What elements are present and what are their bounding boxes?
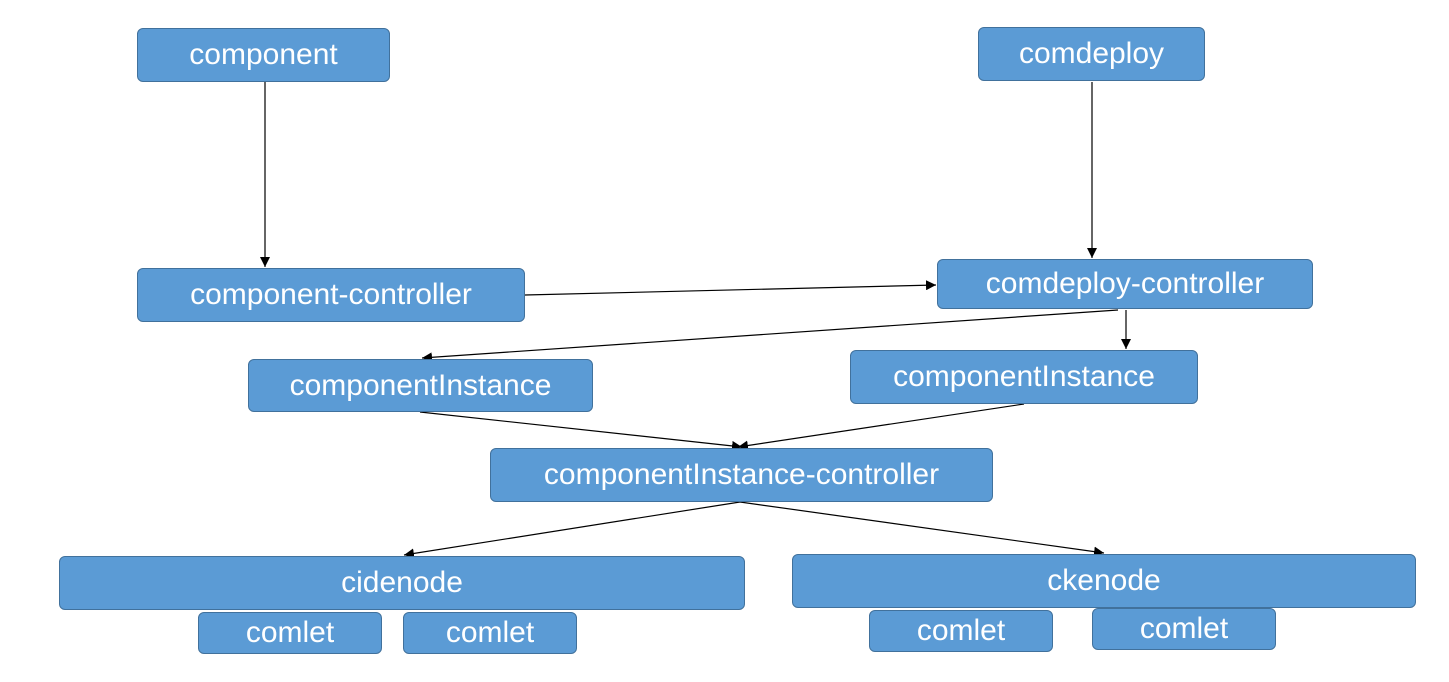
edge-component-instance-right-to-controller (737, 403, 1025, 451)
node-comdeploy: comdeploy (978, 27, 1205, 81)
edge-controller-to-ckenode (739, 501, 1105, 557)
node-component: component (137, 28, 390, 82)
node-label: comdeploy (1018, 37, 1165, 70)
node-comlet-ckenode-2: comlet (1092, 608, 1276, 650)
node-label: component-controller (190, 278, 472, 311)
edge-component-instance-left-to-controller (419, 411, 743, 451)
node-comlet-cidenode-1: comlet (198, 612, 382, 654)
node-comlet-ckenode-1: comlet (869, 610, 1053, 652)
node-component-controller: component-controller (137, 268, 525, 322)
node-component-instance-left: componentInstance (248, 359, 593, 412)
node-label: comdeploy-controller (985, 267, 1265, 300)
node-cidenode: cidenode (59, 556, 745, 610)
node-label: comlet (916, 614, 1006, 647)
node-component-instance-controller: componentInstance-controller (490, 448, 993, 502)
edge-controller-to-cidenode (403, 501, 741, 559)
node-label: componentInstance (289, 368, 552, 402)
node-label: ckenode (1047, 564, 1161, 597)
node-label: comlet (1139, 612, 1229, 645)
node-component-instance-right: componentInstance (850, 350, 1198, 404)
node-label: componentInstance-controller (543, 458, 940, 491)
edge-component-controller-to-comdeploy-controller (524, 280, 937, 296)
edge-comdeploy-controller-to-component-instance-left (421, 309, 1119, 363)
node-label: comlet (245, 616, 335, 649)
node-label: cidenode (341, 566, 463, 599)
node-comlet-cidenode-2: comlet (403, 612, 577, 654)
node-ckenode: ckenode (792, 554, 1416, 608)
node-comdeploy-controller: comdeploy-controller (937, 259, 1313, 309)
node-label: component (189, 38, 338, 71)
node-label: componentInstance (893, 360, 1155, 393)
node-label: comlet (445, 616, 535, 649)
